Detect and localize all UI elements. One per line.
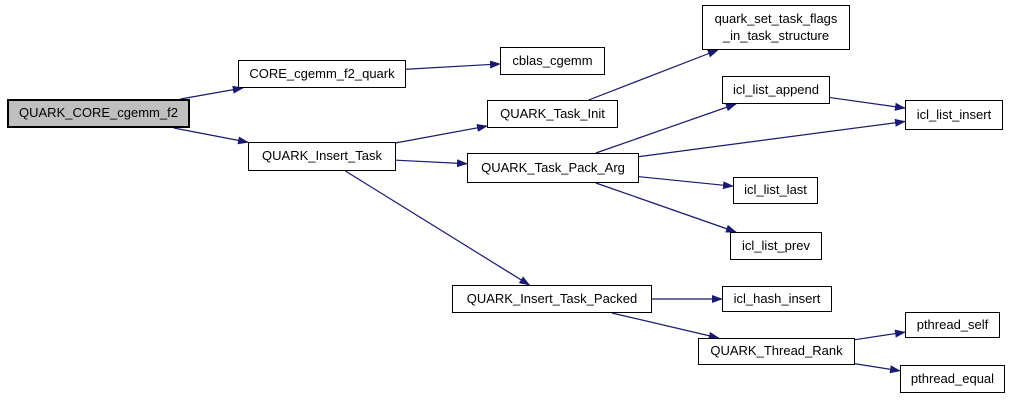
edge-CORE_cgemm_f2_quark--cblas_cgemm — [405, 60, 501, 70]
node-QUARK_Task_Pack_Arg[interactable]: QUARK_Task_Pack_Arg — [467, 153, 639, 183]
node-QUARK_Thread_Rank[interactable]: QUARK_Thread_Rank — [698, 338, 855, 365]
node-QUARK_Insert_Task_Packed[interactable]: QUARK_Insert_Task_Packed — [452, 285, 652, 313]
node-icl_list_insert[interactable]: icl_list_insert — [905, 100, 1003, 130]
edge-QUARK_Insert_Task_Packed--QUARK_Thread_Rank — [611, 312, 720, 340]
node-icl_list_last[interactable]: icl_list_last — [733, 177, 818, 204]
edge-QUARK_Thread_Rank--pthread_self — [854, 329, 906, 341]
node-pthread_equal[interactable]: pthread_equal — [900, 365, 1005, 393]
edge-icl_list_append--icl_list_insert — [829, 96, 906, 111]
edge-QUARK_Task_Init--quark_set_task_flags — [588, 49, 719, 101]
node-quark_set_task_flags[interactable]: quark_set_task_flags _in_task_structure — [702, 5, 850, 50]
node-QUARK_Task_Init[interactable]: QUARK_Task_Init — [487, 100, 618, 128]
edge-QUARK_Task_Pack_Arg--icl_list_prev — [595, 182, 737, 233]
node-icl_hash_insert[interactable]: icl_hash_insert — [722, 286, 832, 312]
node-cblas_cgemm[interactable]: cblas_cgemm — [500, 47, 605, 75]
edge-QUARK_CORE_cgemm_f2--CORE_cgemm_f2_quark — [180, 85, 244, 100]
edge-QUARK_Thread_Rank--pthread_equal — [854, 363, 901, 374]
node-CORE_cgemm_f2_quark[interactable]: CORE_cgemm_f2_quark — [238, 60, 406, 88]
node-QUARK_CORE_cgemm_f2: QUARK_CORE_cgemm_f2 — [7, 99, 190, 128]
node-pthread_self[interactable]: pthread_self — [905, 312, 1000, 338]
edge-QUARK_Task_Pack_Arg--icl_list_insert — [638, 118, 906, 158]
edge-QUARK_CORE_cgemm_f2--QUARK_Insert_Task — [173, 127, 249, 145]
edge-QUARK_Insert_Task--QUARK_Insert_Task_Packed — [345, 170, 531, 286]
edge-QUARK_Insert_Task--QUARK_Task_Init — [395, 123, 488, 144]
node-icl_list_append[interactable]: icl_list_append — [722, 76, 830, 104]
edge-QUARK_Insert_Task--QUARK_Task_Pack_Arg — [395, 159, 468, 168]
node-icl_list_prev[interactable]: icl_list_prev — [730, 232, 822, 260]
node-QUARK_Insert_Task[interactable]: QUARK_Insert_Task — [248, 142, 396, 171]
edge-QUARK_Task_Pack_Arg--icl_list_last — [638, 176, 734, 190]
